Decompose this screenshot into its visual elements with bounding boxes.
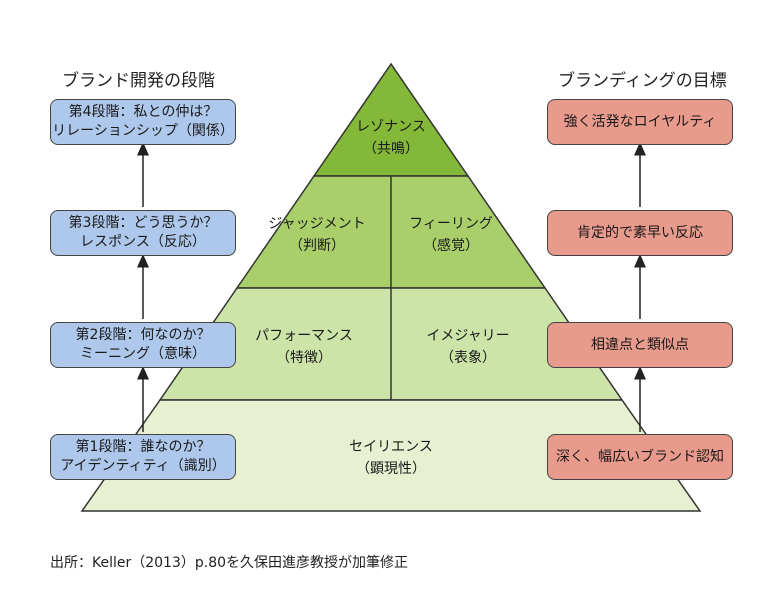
goal-loyalty-label: 強く活発なロイヤルティ bbox=[563, 113, 717, 130]
goal-loyalty-box: 強く活発なロイヤルティ bbox=[547, 99, 733, 145]
goal-response-box: 肯定的で素早い反応 bbox=[547, 210, 733, 256]
goal-awareness-box: 深く、幅広いブランド認知 bbox=[547, 434, 733, 480]
stage-3-title: 第3段階：どう思うか？ bbox=[68, 215, 218, 231]
stage-4-box: 第4段階：私との仲は？ リレーションシップ（関係） bbox=[50, 99, 236, 145]
goal-points-box: 相違点と類似点 bbox=[547, 322, 733, 368]
source-caption: 出所：Keller（2013）p.80を久保田進彦教授が加筆修正 bbox=[50, 555, 409, 571]
stage-2-title: 第2段階：何なのか？ bbox=[75, 327, 211, 343]
label-resonance-sub: （共鳴） bbox=[363, 141, 419, 157]
right-heading: ブランディングの目標 bbox=[558, 71, 727, 91]
label-salience-sub: （顕現性） bbox=[356, 461, 426, 477]
left-heading: ブランド開発の段階 bbox=[62, 71, 215, 91]
stage-3-box: 第3段階：どう思うか？ レスポンス（反応） bbox=[50, 210, 236, 256]
stage-4-subtitle: リレーションシップ（関係） bbox=[52, 123, 234, 139]
label-performance-sub: （特徴） bbox=[276, 350, 332, 366]
goal-points-label: 相違点と類似点 bbox=[591, 336, 689, 353]
label-feelings-sub: （感覚） bbox=[423, 237, 479, 254]
label-judgments: ジャッジメント bbox=[268, 216, 365, 232]
label-judgments-sub: （判断） bbox=[289, 238, 345, 254]
stage-2-subtitle: ミーニング（意味） bbox=[80, 346, 206, 362]
stage-4-title: 第4段階：私との仲は？ bbox=[68, 104, 218, 120]
stage-1-subtitle: アイデンティティ（識別） bbox=[60, 458, 226, 474]
stage-3-subtitle: レスポンス（反応） bbox=[80, 234, 206, 250]
stage-2-box: 第2段階：何なのか？ ミーニング（意味） bbox=[50, 322, 236, 368]
stage-1-title: 第1段階：誰なのか？ bbox=[75, 439, 211, 455]
label-performance: パフォーマンス bbox=[255, 328, 353, 344]
label-salience: セイリエンス bbox=[349, 439, 433, 455]
goal-response-label: 肯定的で素早い反応 bbox=[577, 224, 703, 241]
label-feelings: フィーリング bbox=[409, 216, 493, 232]
goal-awareness-label: 深く、幅広いブランド認知 bbox=[556, 448, 724, 465]
stage-1-box: 第1段階：誰なのか？ アイデンティティ（識別） bbox=[50, 434, 236, 480]
label-imagery-sub: （表象） bbox=[440, 350, 496, 366]
label-imagery: イメジャリー bbox=[426, 328, 509, 344]
label-resonance: レゾナンス bbox=[356, 119, 426, 135]
